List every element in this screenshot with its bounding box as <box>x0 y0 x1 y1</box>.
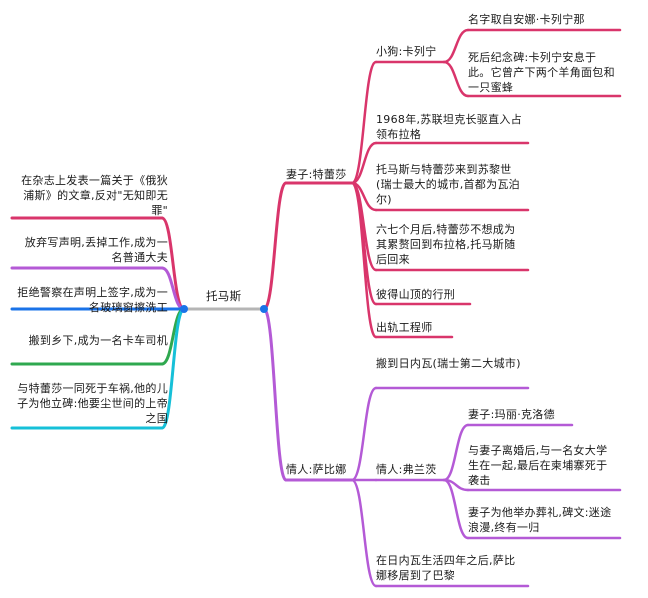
wife-to-execution-connector <box>350 181 378 306</box>
lover-to-geneva-connector <box>350 386 378 482</box>
dog-name-origin-label[interactable]: 名字取自安娜·卡列宁那 <box>468 13 585 26</box>
truck-driver-label[interactable]: 搬到乡下,成为一名卡车司机 <box>28 334 168 347</box>
car-accident-label[interactable]: 与特蕾莎一同死于车祸,他的儿子为他立碑:他要尘世间的上帝之国 <box>17 382 168 425</box>
dog-to-memorial-connector <box>442 60 470 98</box>
wife-to-engineer-connector <box>350 181 378 339</box>
tereza-returns-label[interactable]: 六七个月后,特蕾莎不想成为其累赘回到布拉格,托马斯随后回来 <box>376 223 516 266</box>
lover-to-paris-connector <box>350 478 378 588</box>
lover-topic-label[interactable]: 情人:萨比娜 <box>286 463 347 476</box>
hilltop-execution-label[interactable]: 彼得山顶的行刑 <box>376 288 456 301</box>
franz-death-label[interactable]: 与妻子离婚后,与一名女大学生在一起,最后在柬埔寨死于袭击 <box>468 444 608 487</box>
refuse-statement-label[interactable]: 放弃写声明,丢掉工作,成为一名普通大夫 <box>24 236 168 264</box>
affair-engineer-label[interactable]: 出轨工程师 <box>376 321 433 334</box>
move-to-geneva-label[interactable]: 搬到日内瓦(瑞士第二大城市) <box>376 357 521 370</box>
root-to-accident-connector <box>160 307 186 430</box>
root-right-dot <box>260 305 268 313</box>
franz-to-funeral-connector <box>442 478 470 540</box>
soviet-invasion-label[interactable]: 1968年,苏联坦克长驱直入占领布拉格 <box>376 113 522 141</box>
franz-to-wife-connector <box>442 423 470 482</box>
move-to-zurich-label[interactable]: 托马斯与特蕾莎来到苏黎世(瑞士最大的城市,首都为瓦泊尔) <box>376 163 520 206</box>
franz-wife-label[interactable]: 妻子:玛丽·克洛德 <box>468 408 555 421</box>
oedipus-article-label[interactable]: 在杂志上发表一篇关于《俄狄浦斯》的文章,反对"无知即无罪" <box>21 174 168 217</box>
root-left-dot <box>180 305 188 313</box>
dog-topic-label[interactable]: 小狗:卡列宁 <box>376 45 437 58</box>
wife-to-invasion-connector <box>350 141 378 185</box>
wife-to-dog-connector <box>350 60 378 185</box>
franz-funeral-label[interactable]: 妻子为他举办葬礼,碑文:迷途浪漫,终有一归 <box>468 506 612 534</box>
dog-to-origin-connector <box>442 28 470 64</box>
franz-topic-label[interactable]: 情人:弗兰茨 <box>376 463 437 476</box>
window-washer-label[interactable]: 拒绝警察在声明上签字,成为一名玻璃窗擦洗工 <box>17 286 168 314</box>
sabina-paris-label[interactable]: 在日内瓦生活四年之后,萨比娜移居到了巴黎 <box>376 554 516 582</box>
wife-topic-label[interactable]: 妻子:特蕾莎 <box>286 168 347 181</box>
wife-connector <box>262 181 288 311</box>
lover-connector <box>262 307 288 482</box>
root-topic-label[interactable]: 托马斯 <box>206 289 242 303</box>
dog-memorial-label[interactable]: 死后纪念碑:卡列宁安息于此。它曾产下两个羊角面包和一只蜜蜂 <box>468 51 615 94</box>
